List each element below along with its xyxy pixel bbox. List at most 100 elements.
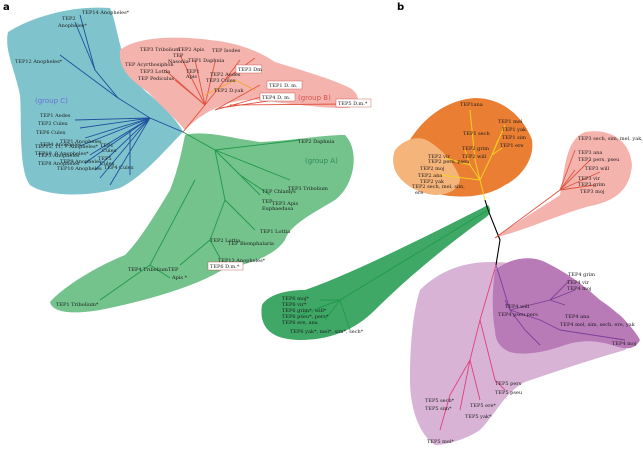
tep1-tep2-leaf-4: TEP1 sim (502, 135, 526, 141)
boxed-label-frame-2 (259, 92, 296, 102)
group-c-leaf-3: TEP12 Anopheles* (15, 59, 63, 65)
group-b-leaf-4: Nasonia (168, 59, 189, 65)
group-a-leaf-0: TEP2 Daphnia (298, 139, 334, 145)
tep6-leaf-3: TEP6 pseu*, pers* (282, 314, 329, 320)
tep1-tep2-leaf-13: TEP2 sech, mel, sim, (412, 184, 465, 190)
group-a-leaf-10: TEP4 Tribolium (128, 267, 168, 273)
boxed-label-1: TEP1 D. m. (269, 83, 298, 89)
tep4-leaf-1: TEP4 vir (567, 280, 590, 286)
tep1-tep2-leaf-6: TEP2 vir (428, 154, 451, 160)
group-c-leaf-9: TEP8 Anopheles (38, 161, 80, 167)
group-a-region (50, 133, 354, 313)
tep2-orange-branches (419, 161, 441, 187)
tep6-leaf-5: TEP6 yak*, mel*, sim*, sech* (290, 329, 364, 335)
boxed-label-0: TEP3 Dm (238, 67, 262, 73)
group-b-leaf-7: TEP3 Lottia (140, 69, 170, 75)
boxed-label-3: TEP5 D.m.* (338, 101, 368, 107)
group-a-leaf-9: TEP13 Anopheles* (218, 258, 266, 264)
group-b-leaf-0: TEP3 Tribolium (140, 47, 180, 53)
tep6-leaf-4: TEP6 ere, ana (282, 320, 318, 326)
tep3-leaf-4: TEP3 vir (578, 176, 601, 182)
tep1-tep2-leaf-5: TEP1 ere (500, 143, 523, 149)
boxed-label-frame-0 (235, 64, 262, 74)
boxed-label-frame-4 (207, 261, 244, 271)
tep1-tep2-leaf-7: TEP2 pers, pseu (428, 159, 470, 165)
tep6-branches (299, 209, 489, 331)
group-c-leaf-0: TEP14 Anopheles* (82, 10, 130, 16)
group-a-leaf-12: Apis * (171, 275, 188, 281)
group-c-leaf-2: Anopheles* (57, 23, 87, 29)
tep1-tep2-branches (439, 109, 506, 201)
group-c-leaf-13: TEP9 Anopheles (60, 159, 102, 165)
tep4-leaf-2: TEP4 moj (567, 286, 592, 292)
tep4-leaf-4: TEP4 pseu pers (498, 312, 538, 318)
group-c-leaf-5: TEP2 Culex (38, 121, 68, 127)
group-c-leaf-17: TEP5 (98, 156, 112, 162)
tep3-leaf-3: TEP3 will (585, 166, 610, 172)
tep4-leaf-7: TEP4 moj (612, 341, 637, 347)
group-b-leaf-8: TEP1 (186, 69, 200, 75)
group-b-leaf-6: TEP Acyrthosiphon (125, 62, 174, 68)
group-b-leaf-10: TEP Pediculus (138, 76, 175, 82)
group-b-label: (group B) (298, 94, 331, 102)
tep3-leaf-6: TEP3 moj (580, 189, 605, 195)
group-a-leaf-1: TEP3 Tribolium (288, 186, 328, 192)
tep5-leaf-1: TEP5 sim* (425, 406, 452, 412)
group-b-leaf-9: Apis (185, 74, 197, 80)
tep6-leaf-0: TEP6 moj* (282, 296, 309, 302)
group-b-leaf-2: TEP Isodes (212, 48, 241, 54)
group-b-leaf-3: TEP (173, 53, 184, 59)
group-c-leaf-16: Culex (102, 148, 117, 154)
tep1-tep2-leaf-2: TEP1 sech (463, 131, 490, 137)
tep1-tep2-leaf-0: TEP1ana (460, 102, 483, 108)
tep6-leaf-2: TEP6 grim*, will* (282, 308, 327, 314)
tep1-tep2-leaf-3: TEP1 yak (502, 127, 527, 133)
tep4-branches (495, 264, 626, 346)
panel-label-a: a (3, 2, 10, 13)
group-c-leaf-6: TEP6 Culex (36, 130, 66, 136)
group-a-leaf-13: TEP1 Tribolium* (56, 302, 99, 308)
group-c-leaf-19: TEP4 Culex (104, 165, 134, 171)
group-a-leaf-5: Euphaedusa (262, 206, 293, 212)
tep5-leaf-3: TEP5 pseu (495, 390, 523, 396)
group-c-leaf-15: TEP1 (100, 143, 114, 149)
tep3-branches (494, 149, 601, 239)
tep4-leaf-6: TEP4 mel, sim, sech, ere, yak (560, 322, 636, 328)
backbone-branch (484, 199, 501, 266)
tep4-leaf-5: TEP4 ana (565, 314, 589, 320)
group-b-inner-orange (204, 79, 256, 96)
group-a-leaf-11: TEP (168, 267, 179, 273)
tep3-leaf-0: TEP3 sech, sim, mel, yak, ere (578, 136, 643, 142)
tep3-leaf-2: TEP3 pers, pseu (578, 157, 620, 163)
group-c-leaf-4: TEP1 Aedes (40, 113, 71, 119)
group-c-leaf-14: TEP10 Anopheles (57, 166, 102, 172)
boxed-label-frame-1 (266, 80, 303, 90)
tep1-tep2-leaf-10: TEP2 moj (420, 166, 445, 172)
group-a-leaf-4: TEP (262, 199, 273, 205)
tep5-leaf-6: TEP5 mel* (427, 439, 454, 445)
tep3-leaf-1: TEP3 ana (578, 150, 602, 156)
tep6-leaf-labels: TEP6 moj*TEP6 vir*TEP6 grim*, will*TEP6 … (282, 296, 364, 335)
group-c-branches (59, 14, 184, 186)
group-c-leaf-10: TEP1 Anopheles (60, 139, 102, 145)
tep1-tep2-leaf-1: TEP1 mel (498, 119, 523, 125)
tep5-leaf-5: TEP5 yak* (465, 414, 492, 420)
tep1-tep2-leaf-13-wrap: ere (415, 190, 423, 196)
tep1-tep2-leaf-12: TEP2 yak (420, 179, 445, 185)
group-b-leaf-1: TEP2 Apis (178, 47, 205, 53)
group-a-leaf-3: TEP3 Apis (272, 201, 299, 207)
group-a-branches (99, 131, 301, 301)
group-b-leaf-12: TEP3 Culex (206, 78, 236, 84)
group-c-leaf-12: TEP19, 9 Anopheles* (35, 151, 89, 157)
group-b-leaf-5: TEP1 Daphnia (188, 58, 224, 64)
group-c-leaf-1: TEP2 (62, 16, 76, 22)
group-a-leaf-2: TEP Chlamys (262, 189, 296, 195)
tep5-leaf-4: TEP5 ere* (470, 403, 496, 409)
